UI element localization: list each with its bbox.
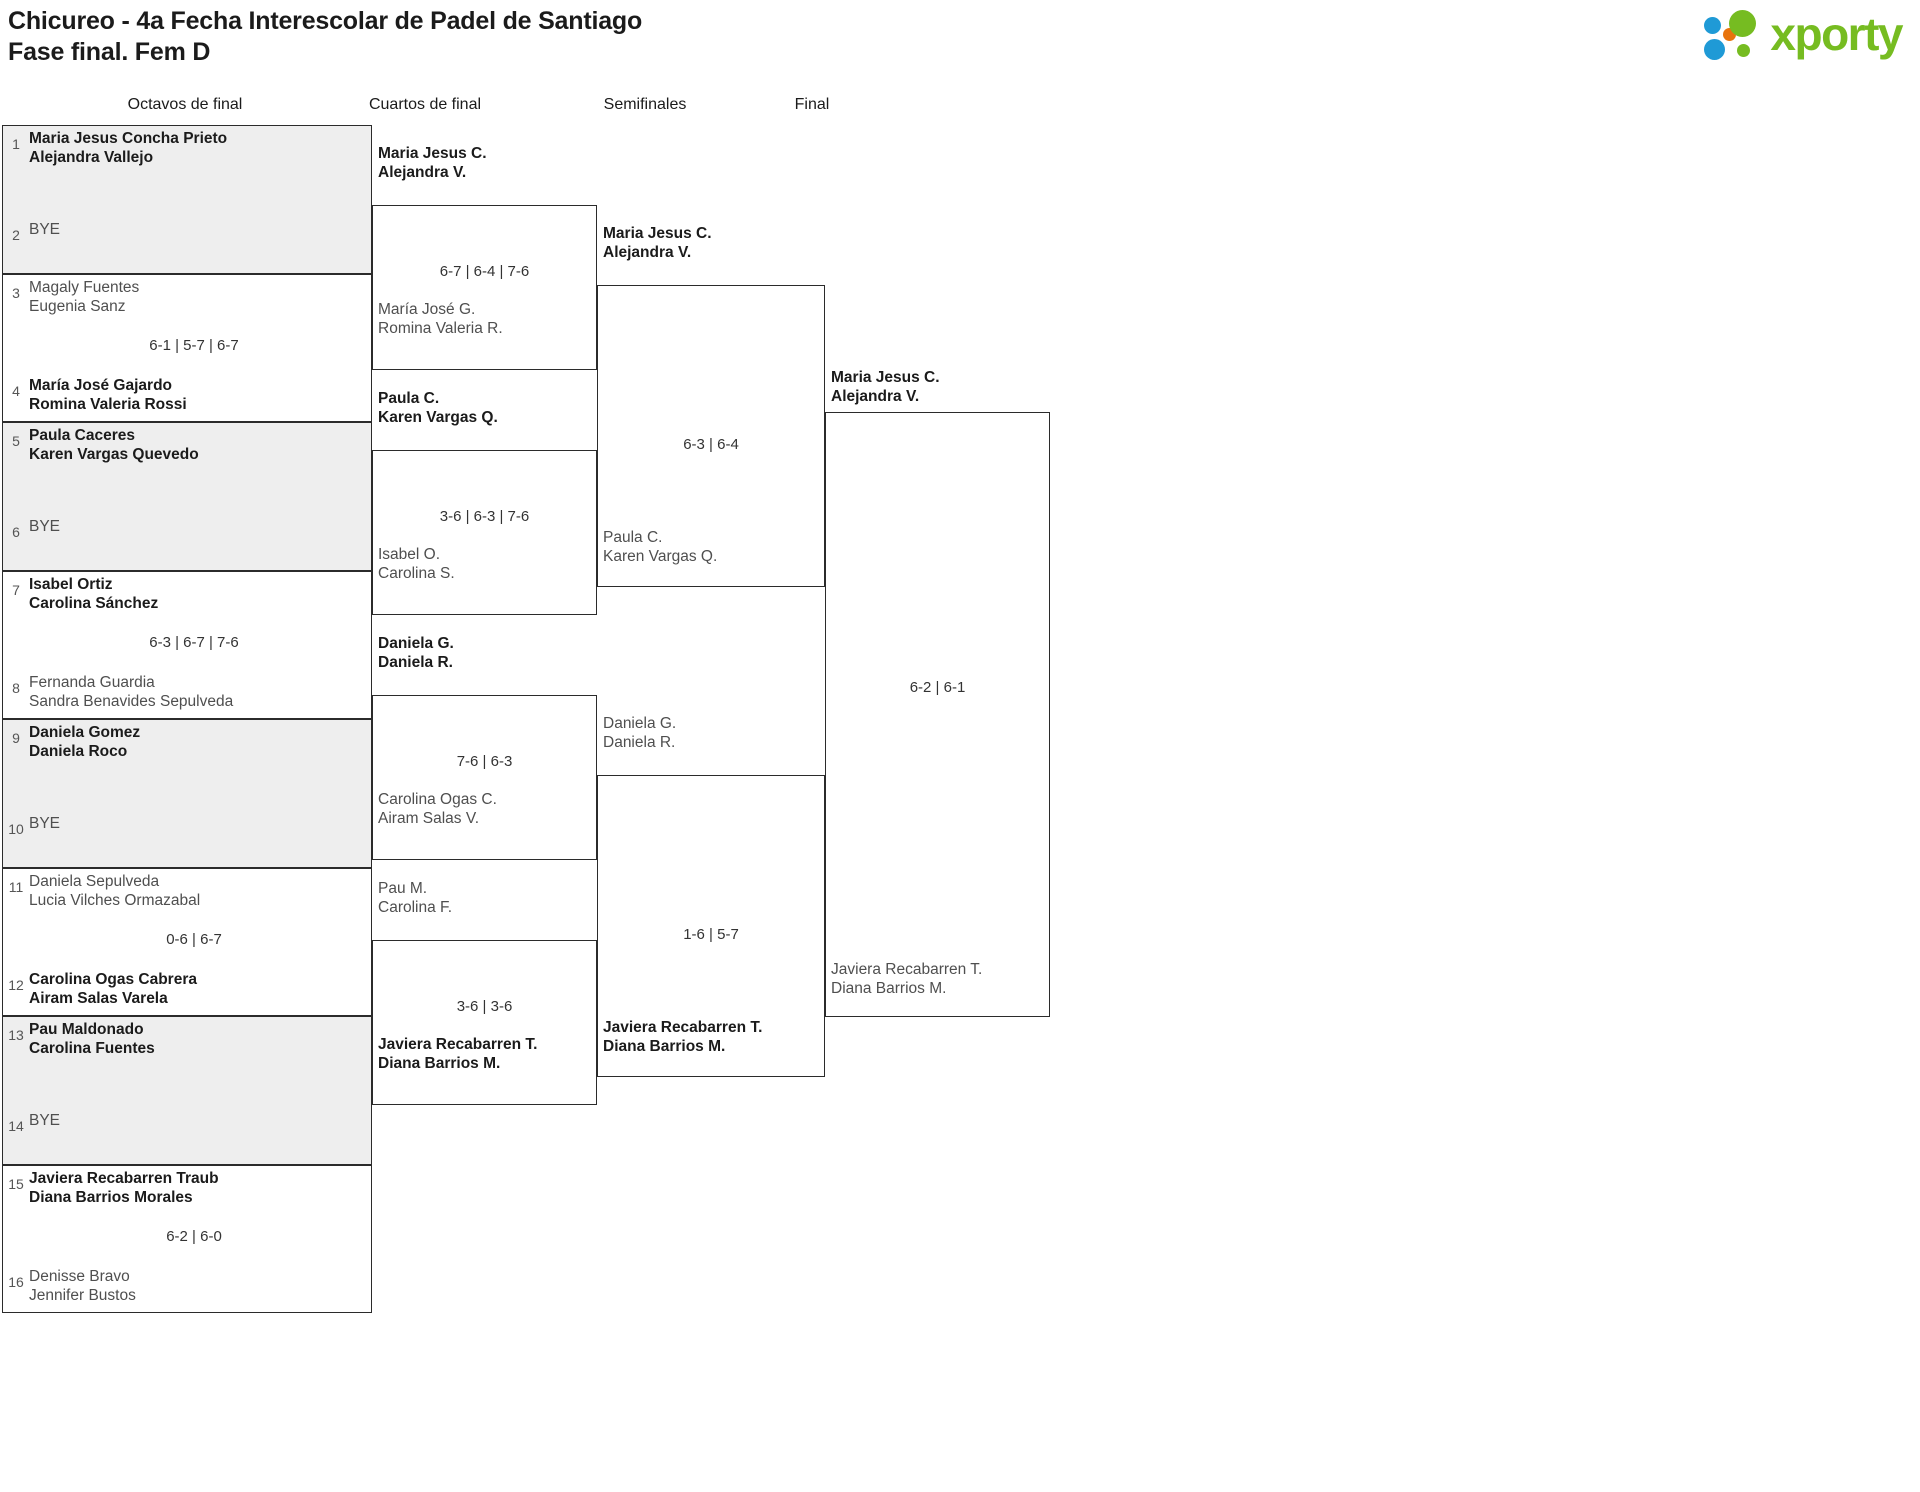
entrant-names: Magaly Fuentes Eugenia Sanz [29,278,140,315]
r4-match-1-box[interactable] [825,412,1050,1017]
r1-entrant-seed-7[interactable]: 7 Isabel Ortiz Carolina Sánchez [3,572,371,613]
r2-match-4-box[interactable] [372,940,597,1105]
r2-match-1-entrant-bottom[interactable]: María José G. Romina Valeria R. [378,301,503,337]
r2-match-1-entrant-top[interactable]: Maria Jesus C. Alejandra V. [378,145,487,181]
r2-match-3-score: 7-6 | 6-3 [456,753,513,770]
entrant-names: BYE [29,814,61,832]
r2-match-2-score: 3-6 | 6-3 | 7-6 [439,508,530,525]
r2-match-4-entrant-top[interactable]: Pau M. Carolina F. [378,880,453,916]
r4-match-1-entrant-top[interactable]: Maria Jesus C. Alejandra V. [831,369,940,405]
r2-match-3-box[interactable] [372,695,597,860]
xporty-logo: xporty [1704,7,1903,62]
seed-number: 5 [12,433,20,449]
logo-wordmark: xporty [1770,7,1903,60]
entrant-names: Javiera Recabarren Traub Diana Barrios M… [29,1169,219,1206]
r1-entrant-seed-11[interactable]: 11 Daniela Sepulveda Lucia Vilches Ormaza… [3,869,371,910]
round-header-octavos: Octavos de final [127,96,243,113]
r2-match-1-score: 6-7 | 6-4 | 7-6 [439,263,530,280]
r1-match-7[interactable]: 13 Pau Maldonado Carolina Fuentes 14 BYE [2,1016,372,1165]
r3-match-2-box[interactable] [597,775,825,1077]
seed-number: 16 [8,1274,24,1290]
r2-match-2-box[interactable] [372,450,597,615]
r1-entrant-seed-16[interactable]: 16 Denisse Bravo Jennifer Bustos [3,1264,371,1305]
entrant-names: Maria Jesus Concha Prieto Alejandra Vall… [29,130,228,166]
r1-entrant-seed-2[interactable]: 2 BYE [3,217,371,243]
seed-number: 4 [12,383,20,399]
seed-number: 14 [8,1117,24,1134]
r3-match-1-box[interactable] [597,285,825,587]
r1-match-4[interactable]: 7 Isabel Ortiz Carolina Sánchez 6-3 | 6-7 … [2,570,372,719]
page-title: Chicureo - 4a Fecha Interescolar de Pade… [8,7,643,66]
r1-entrant-seed-13[interactable]: 13 Pau Maldonado Carolina Fuentes [3,1017,371,1058]
r1-score-8: 6-2 | 6-0 [166,1227,222,1245]
r1-score-2: 6-1 | 5-7 | 6-7 [149,336,239,354]
r1-match-1[interactable]: 1 Maria Jesus Concha Prieto Alejandra Val… [2,125,372,274]
seed-number: 6 [12,523,20,540]
seed-number: 11 [8,878,24,895]
seed-number: 10 [8,820,24,837]
r1-entrant-seed-15[interactable]: 15 Javiera Recabarren Traub Diana Barrios… [3,1166,371,1207]
r3-match-1-entrant-top[interactable]: Maria Jesus C. Alejandra V. [603,225,712,261]
r1-match-5[interactable]: 9 Daniela Gomez Daniela Roco 10 BYE [2,719,372,868]
seed-number: 2 [12,226,20,243]
round-header-cuartos: Cuartos de final [368,96,482,113]
r4-match-1-score: 6-2 | 6-1 [909,679,966,696]
r2-match-4-entrant-bottom[interactable]: Javiera Recabarren T. Diana Barrios M. [378,1036,538,1072]
entrant-names: Denisse Bravo Jennifer Bustos [29,1268,136,1304]
seed-number: 3 [12,284,20,301]
r1-entrant-seed-12[interactable]: 12 Carolina Ogas Cabrera Airam Salas Vare… [3,967,371,1008]
r1-entrant-seed-3[interactable]: 3 Magaly Fuentes Eugenia Sanz [3,275,371,316]
r3-match-2-score: 1-6 | 5-7 [683,926,739,943]
r1-match-2[interactable]: 3 Magaly Fuentes Eugenia Sanz 6-1 | 5-7 | … [2,273,372,422]
r1-match-6[interactable]: 11 Daniela Sepulveda Lucia Vilches Ormaza… [2,867,372,1016]
round-header-final: Final [794,96,830,113]
r1-entrant-seed-9[interactable]: 9 Daniela Gomez Daniela Roco [3,720,371,761]
r1-score-6: 0-6 | 6-7 [166,930,222,948]
entrant-names: Paula Caceres Karen Vargas Quevedo [29,427,199,463]
seed-number: 8 [12,680,20,696]
seed-number: 7 [12,581,20,598]
entrant-names: Isabel Ortiz Carolina Sánchez [29,575,159,612]
r1-match-3[interactable]: 5 Paula Caceres Karen Vargas Quevedo 6 BYE [2,422,372,571]
r2-match-3-entrant-bottom[interactable]: Carolina Ogas C. Airam Salas V. [378,791,497,827]
r1-entrant-seed-10[interactable]: 10 BYE [3,811,371,837]
seed-number: 9 [12,730,20,746]
r3-match-1-entrant-bottom[interactable]: Paula C. Karen Vargas Q. [603,529,718,565]
r1-entrant-seed-8[interactable]: 8 Fernanda Guardia Sandra Benavides Sepul… [3,670,371,711]
r2-match-2-entrant-top[interactable]: Paula C. Karen Vargas Q. [378,390,498,426]
r2-match-2-entrant-bottom[interactable]: Isabel O. Carolina S. [378,546,455,582]
entrant-names: Fernanda Guardia Sandra Benavides Sepulv… [29,674,234,710]
seed-number: 15 [8,1175,24,1192]
seed-number: 1 [12,136,20,152]
r1-score-4: 6-3 | 6-7 | 7-6 [149,633,239,651]
entrant-names: Pau Maldonado Carolina Fuentes [29,1021,155,1057]
entrant-names: BYE [29,517,61,535]
entrant-names: BYE [29,1111,61,1129]
entrant-names: Carolina Ogas Cabrera Airam Salas Varela [29,971,197,1007]
r3-match-2-entrant-bottom[interactable]: Javiera Recabarren T. Diana Barrios M. [603,1019,763,1055]
r1-entrant-seed-5[interactable]: 5 Paula Caceres Karen Vargas Quevedo [3,423,371,464]
seed-number: 13 [8,1027,24,1043]
round-header-semifinales: Semifinales [603,96,687,113]
r3-match-2-entrant-top[interactable]: Daniela G. Daniela R. [603,715,677,751]
logo-dots-icon [1704,8,1766,62]
entrant-names: Daniela Gomez Daniela Roco [29,724,141,760]
r2-match-3-entrant-top[interactable]: Daniela G. Daniela R. [378,635,454,671]
r1-entrant-seed-4[interactable]: 4 María José Gajardo Romina Valeria Rossi [3,373,371,414]
seed-number: 12 [8,977,24,993]
r1-match-8[interactable]: 15 Javiera Recabarren Traub Diana Barrios… [2,1164,372,1313]
r1-entrant-seed-1[interactable]: 1 Maria Jesus Concha Prieto Alejandra Val… [3,126,371,167]
entrant-names: BYE [29,220,61,238]
entrant-names: Daniela Sepulveda Lucia Vilches Ormazaba… [29,872,201,909]
r4-match-1-entrant-bottom[interactable]: Javiera Recabarren T. Diana Barrios M. [831,961,983,997]
r2-match-4-score: 3-6 | 3-6 [456,998,513,1015]
entrant-names: María José Gajardo Romina Valeria Rossi [29,377,187,413]
r2-match-1-box[interactable] [372,205,597,370]
r3-match-1-score: 6-3 | 6-4 [683,436,739,453]
r1-entrant-seed-14[interactable]: 14 BYE [3,1108,371,1134]
r1-entrant-seed-6[interactable]: 6 BYE [3,514,371,540]
